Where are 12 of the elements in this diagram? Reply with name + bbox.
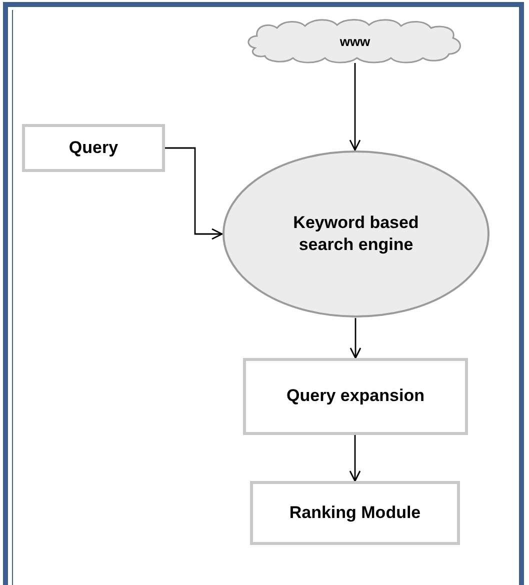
node-label: www (340, 34, 370, 50)
process-box (243, 358, 468, 435)
arrow (349, 63, 361, 151)
node-label: Keyword based search engine (292, 212, 420, 256)
arrow (350, 318, 362, 359)
arrow (349, 435, 361, 482)
process-box (22, 124, 165, 172)
node-label: Ranking Module (289, 502, 421, 524)
node-label: Query expansion (286, 385, 424, 408)
arrow (165, 147, 223, 240)
process-box (250, 481, 460, 545)
node-label: Query (68, 136, 118, 159)
